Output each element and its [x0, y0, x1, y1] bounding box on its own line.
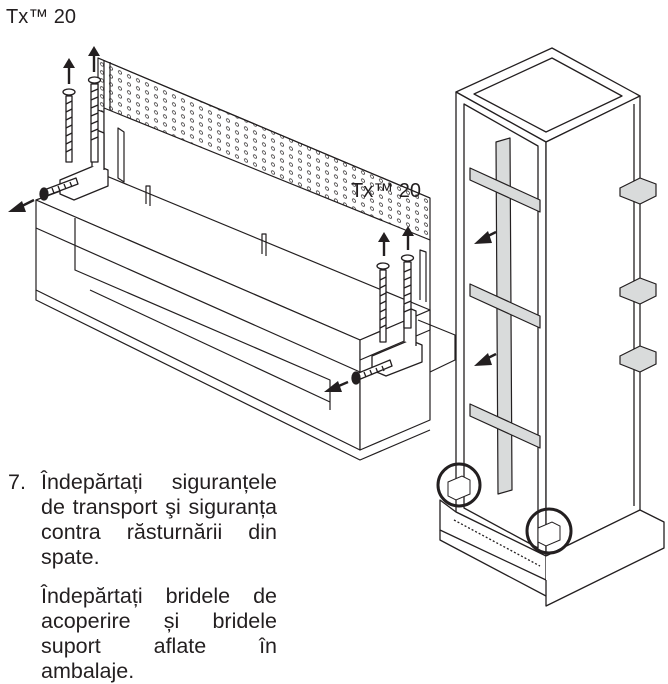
arrow-left-icon	[474, 352, 497, 366]
removal-arrows-right	[324, 226, 414, 392]
front-rail-with-straps	[469, 137, 541, 495]
screw-icon	[351, 359, 393, 385]
plinth-base-drawing	[35, 57, 456, 461]
arrow-up-icon	[402, 226, 414, 250]
step-number: 7.	[8, 470, 26, 494]
vertical-rail	[495, 137, 513, 495]
circle-highlight-icon	[525, 507, 573, 555]
screw-icon	[376, 262, 390, 343]
installation-illustration	[8, 46, 665, 607]
screw-icon	[400, 254, 415, 329]
step-paragraph-1: Îndepărtați siguranțele de transport şi …	[41, 470, 277, 569]
screw-icon	[87, 76, 102, 163]
cabinet-side	[545, 95, 641, 557]
arrow-up-icon	[63, 58, 75, 84]
right-corner-bracket	[351, 254, 423, 385]
circle-highlight-icon	[436, 462, 482, 508]
side-straps	[619, 177, 657, 373]
removal-arrows-left	[8, 46, 100, 212]
left-corner-bracket	[39, 76, 109, 201]
torx-size-label-top: Tx™ 20	[6, 6, 77, 28]
cabinet-arrows	[474, 230, 497, 366]
screw-icon	[62, 88, 76, 163]
arrow-left-icon	[324, 380, 349, 392]
arrow-left-icon	[474, 230, 497, 244]
step-paragraph-2: Îndepărtați bridele de acoperire și brid…	[41, 584, 277, 683]
arrow-up-icon	[88, 46, 100, 72]
arrow-up-icon	[378, 232, 390, 256]
anchor-highlights	[436, 462, 573, 555]
strap-bottom	[469, 403, 541, 449]
strap-top	[469, 167, 541, 213]
screw-icon	[39, 177, 79, 201]
instruction-step: 7. Îndepărtați siguranțele de transport …	[8, 470, 408, 684]
strap-middle	[469, 283, 541, 329]
arrow-left-icon	[8, 198, 35, 212]
